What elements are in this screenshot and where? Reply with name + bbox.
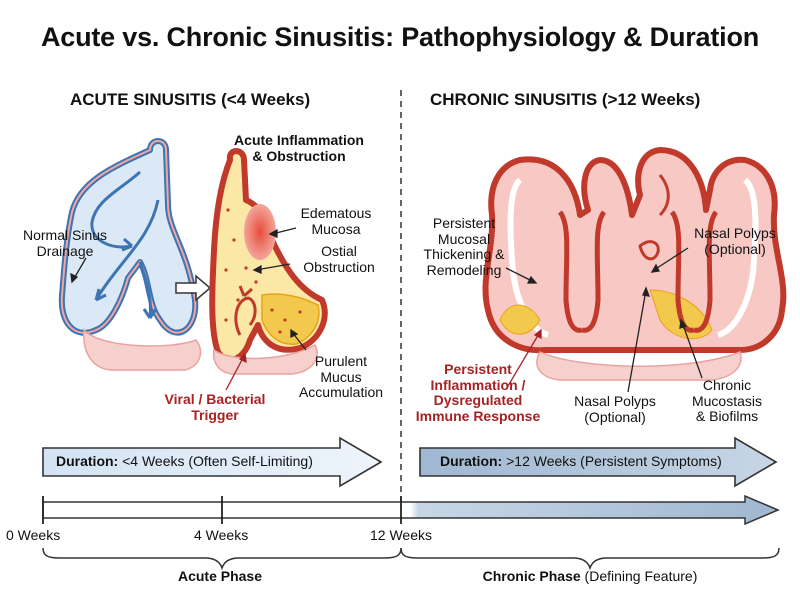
nasal-polyps-top-label: Nasal Polyps (Optional): [694, 225, 776, 257]
normal-drainage-label: Normal Sinus Drainage: [22, 227, 108, 259]
mucosal-thickening-label: Persistent Mucosal Thickening & Remodeli…: [423, 215, 505, 279]
edematous-mucosa-label: Edematous Mucosa: [300, 205, 372, 237]
acute-duration-text: Duration: <4 Weeks (Often Self-Limiting): [56, 453, 346, 470]
inflamed-sinus-illustration: [209, 148, 328, 375]
acute-heading: ACUTE SINUSITIS (<4 Weeks): [70, 90, 311, 109]
chronic-phase-label: Chronic Phase (Defining Feature): [440, 568, 740, 585]
acute-duration-key: Duration:: [56, 453, 119, 469]
mucostasis-label: Chronic Mucostasis & Biofilms: [691, 377, 763, 425]
persistent-inflammation-label: Persistent Inflammation / Dysregulated I…: [415, 361, 541, 425]
chronic-phase-brace: [400, 547, 780, 571]
page-title: Acute vs. Chronic Sinusitis: Pathophysio…: [40, 22, 760, 52]
nasal-polyps-bottom-label: Nasal Polyps (Optional): [574, 393, 656, 425]
normal-sinus-illustration: [58, 138, 202, 371]
chronic-sinus-illustration: [482, 147, 787, 381]
transition-arrow: [175, 274, 212, 302]
acute-duration-arrow: [42, 436, 383, 488]
acute-phase-label: Acute Phase: [177, 568, 263, 584]
chronic-duration-key: Duration:: [440, 453, 503, 469]
acute-inflammation-label: Acute Inflammation & Obstruction: [234, 132, 364, 164]
tick-label-12: 12 Weeks: [370, 527, 432, 543]
purulent-mucus-label: Purulent Mucus Accumulation: [298, 353, 384, 401]
chronic-callout-lines: [505, 247, 703, 393]
acute-duration-value: <4 Weeks (Often Self-Limiting): [118, 453, 313, 469]
ostial-obstruction-label: Ostial Obstruction: [303, 243, 375, 275]
chronic-phase-note: (Defining Feature): [580, 568, 698, 584]
tick-label-0: 0 Weeks: [6, 527, 61, 543]
chronic-heading: CHRONIC SINUSITIS (>12 Weeks): [430, 90, 701, 109]
trigger-label: Viral / Bacterial Trigger: [164, 391, 266, 423]
tick-label-4: 4 Weeks: [194, 527, 249, 543]
chronic-duration-value: >12 Weeks (Persistent Symptoms): [502, 453, 722, 469]
acute-phase-brace: [42, 547, 402, 571]
timeline-arrow: [42, 494, 780, 526]
timeline-ticks: [42, 496, 402, 524]
chronic-phase-title: Chronic Phase: [482, 568, 581, 584]
acute-callout-lines: [70, 227, 307, 391]
chronic-duration-arrow: [419, 436, 778, 488]
chronic-duration-text: Duration: >12 Weeks (Persistent Symptoms…: [440, 453, 750, 470]
